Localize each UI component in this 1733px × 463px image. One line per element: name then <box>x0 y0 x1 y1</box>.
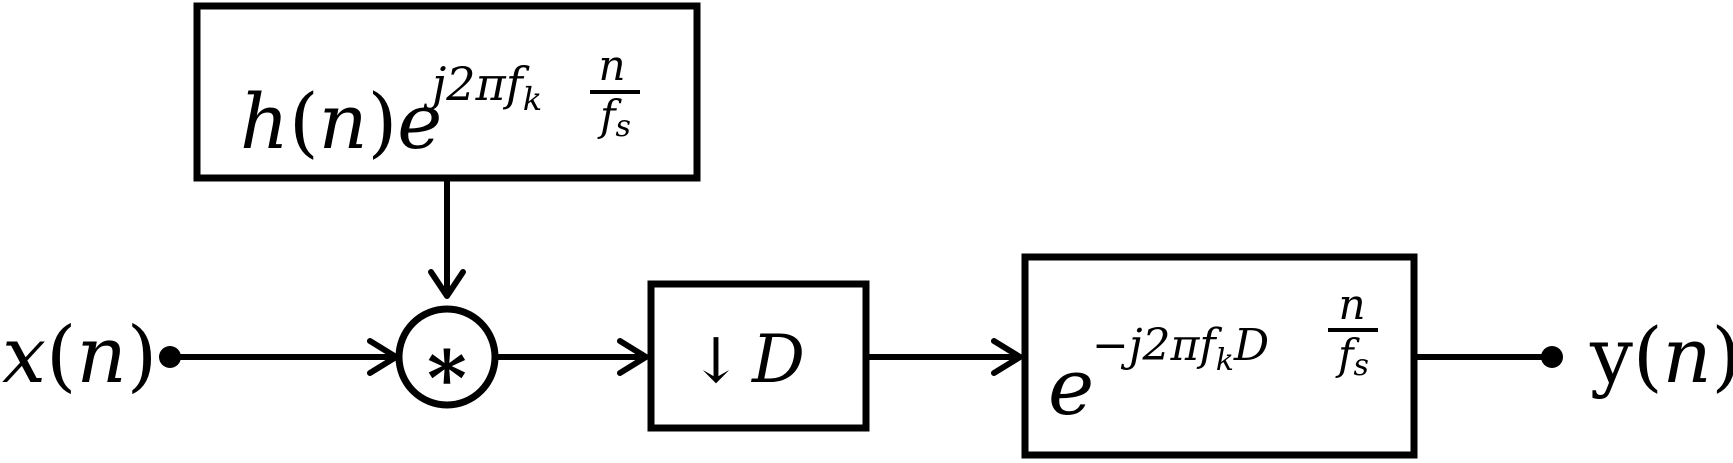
filter-to-conv-arrowhead <box>428 269 466 299</box>
input-signal-label: x(n) <box>2 311 157 401</box>
shift-block-box <box>1021 253 1418 459</box>
decimator-block: ↓ D <box>647 280 870 432</box>
decimator-arrow: ↓ <box>690 324 742 397</box>
convolution-symbol: ∗ <box>421 319 474 408</box>
output-terminal-dot <box>1541 346 1563 368</box>
convolution-node: ∗ <box>395 305 499 409</box>
output-signal-label: y(n) <box>1589 311 1733 400</box>
shift-frac-num: n <box>1338 280 1365 329</box>
decimator-block-box <box>647 280 870 432</box>
conv-to-decimator-arrowhead <box>617 338 649 376</box>
filter-block: h(n)e j2πfk n fs <box>193 2 701 182</box>
filter-exponent: j2πfk <box>423 57 542 118</box>
shift-exp-base: e <box>1048 343 1094 433</box>
convolution-circle <box>395 305 499 409</box>
decimator-to-shift-arrowhead <box>991 338 1023 376</box>
shift-block: e −j2πfkD n fs <box>1021 253 1418 459</box>
filter-frac-num: n <box>598 41 625 90</box>
decimator-factor: D <box>751 321 805 398</box>
filter-base: h(n)e <box>240 77 442 166</box>
shift-exponent: −j2πfkD <box>1092 320 1269 378</box>
